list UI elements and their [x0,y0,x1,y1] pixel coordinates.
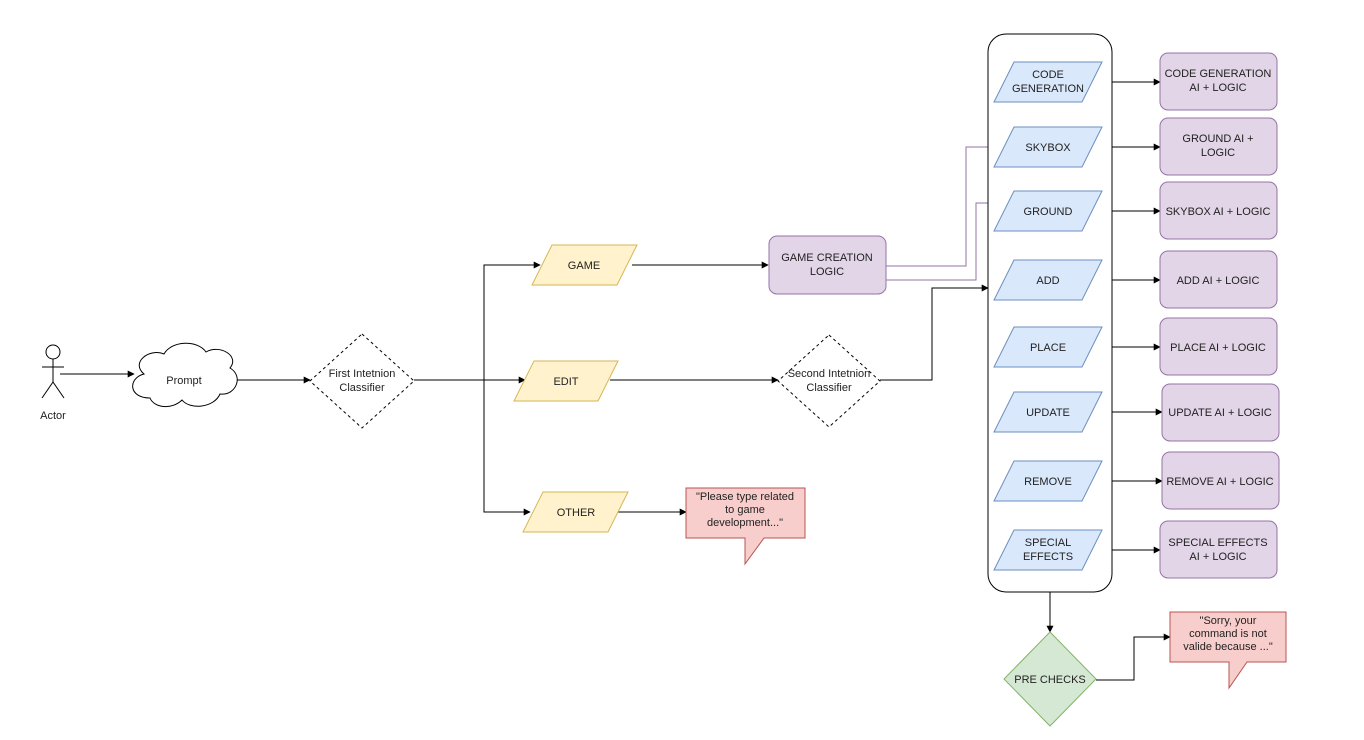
branch-edit: EDIT [513,360,619,402]
game-logic-line2: LOGIC [810,266,844,278]
handler-special-effects: SPECIAL EFFECTS AI + LOGIC [1159,520,1278,579]
actor-head [45,344,61,360]
command-code-generation: CODE GENERATION [993,61,1103,103]
other-message-line1: "Please type related [696,491,794,503]
edge-logic-skybox [886,143,1005,267]
actor [41,344,65,399]
pre-checks-label: PRE CHECKS [1014,674,1086,686]
branch-game: GAME [531,244,638,286]
prompt-label: Prompt [166,375,201,387]
handler-remove-label: REMOVE AI + LOGIC [1166,476,1273,488]
command-add-label: ADD [1036,275,1059,287]
branch-other-shape [522,491,629,533]
handler-add-box [1159,250,1278,309]
handler-update-box [1161,383,1280,442]
handler-place-label: PLACE AI + LOGIC [1170,342,1266,354]
error-message-callout [1169,611,1287,690]
branch-game-label: GAME [568,260,600,272]
game-logic-box [768,235,887,295]
handler-update: UPDATE AI + LOGIC [1161,383,1280,442]
edge-logic-ground [886,199,1005,281]
command-update-label: UPDATE [1026,407,1070,419]
handler-code-generation-line2: AI + LOGIC [1189,82,1246,94]
handler-special-effects-line2: AI + LOGIC [1189,551,1246,563]
error-message-line2: command is not [1189,628,1267,640]
command-remove-shape [993,460,1103,502]
prompt-cloud [132,342,238,407]
command-skybox-shape [993,126,1103,168]
command-remove-label: REMOVE [1024,476,1072,488]
command-add-shape [993,259,1103,301]
edge-prechecks-error [1096,633,1171,681]
handler-skybox: SKYBOX AI + LOGIC [1159,181,1278,240]
branch-other: OTHER [522,491,629,533]
pre-checks-diamond [1003,631,1097,727]
command-special-effects-line1: SPECIAL [1025,537,1071,549]
handler-place: PLACE AI + LOGIC [1159,317,1278,376]
command-container [987,33,1113,593]
actor-label: Actor [40,410,66,422]
other-message-line2: to game [725,504,765,516]
command-ground-shape [993,190,1103,232]
command-code-generation-line1: CODE [1032,69,1064,81]
handler-special-effects-box [1159,520,1278,579]
handler-ground-line2: LOGIC [1201,147,1235,159]
second-classifier-line1: Second Intetnion [788,368,871,380]
second-classifier-line2: Classifier [806,382,852,394]
error-message-line3: valide because ..." [1183,641,1273,653]
handler-skybox-label: SKYBOX AI + LOGIC [1166,206,1271,218]
handler-special-effects-line1: SPECIAL EFFECTS [1168,537,1267,549]
command-special-effects-shape [993,529,1103,571]
other-message-line3: development..." [707,517,783,529]
handler-code-generation-box [1159,52,1278,111]
command-code-generation-shape [993,61,1103,103]
game-logic-line1: GAME CREATION [781,252,873,264]
branch-edit-shape [513,360,619,402]
error-message-line1: "Sorry, your [1200,615,1257,627]
handler-place-box [1159,317,1278,376]
command-add: ADD [993,259,1103,301]
command-place-shape [993,326,1103,368]
command-remove: REMOVE [993,460,1103,502]
other-message-callout [685,487,806,566]
command-special-effects: SPECIAL EFFECTS [993,529,1103,571]
command-place-label: PLACE [1030,342,1066,354]
first-classifier-line2: Classifier [339,382,385,394]
actor-leg-right [52,381,65,399]
branch-other-label: OTHER [557,507,596,519]
handler-code-generation-line1: CODE GENERATION [1165,68,1272,80]
handler-update-label: UPDATE AI + LOGIC [1168,407,1271,419]
handler-add-label: ADD AI + LOGIC [1177,275,1260,287]
handler-ground-line1: GROUND AI + [1182,133,1253,145]
command-code-generation-line2: GENERATION [1012,83,1084,95]
first-classifier-line1: First Intetnion [329,368,396,380]
handler-ground-box [1159,117,1278,176]
handler-skybox-box [1159,181,1278,240]
command-skybox: SKYBOX [993,126,1103,168]
command-place: PLACE [993,326,1103,368]
handler-remove: REMOVE AI + LOGIC [1161,451,1280,510]
command-update-shape [993,391,1103,433]
edge-classifier-game [414,261,541,381]
handler-code-generation: CODE GENERATION AI + LOGIC [1159,52,1278,111]
actor-leg-left [41,381,54,399]
handler-add: ADD AI + LOGIC [1159,250,1278,309]
command-skybox-label: SKYBOX [1025,142,1071,154]
purple-connectors [886,143,1005,281]
second-classifier-diamond [777,334,881,428]
branch-edit-label: EDIT [553,376,578,388]
first-classifier-diamond [309,333,415,429]
command-special-effects-line2: EFFECTS [1023,551,1073,563]
handler-remove-box [1161,451,1280,510]
edge-second-classifier-commands [880,284,989,381]
command-ground-label: GROUND [1024,206,1073,218]
handler-ground: GROUND AI + LOGIC [1159,117,1278,176]
edge-classifier-other [414,379,531,516]
branch-game-shape [531,244,638,286]
command-update: UPDATE [993,391,1103,433]
command-ground: GROUND [993,190,1103,232]
